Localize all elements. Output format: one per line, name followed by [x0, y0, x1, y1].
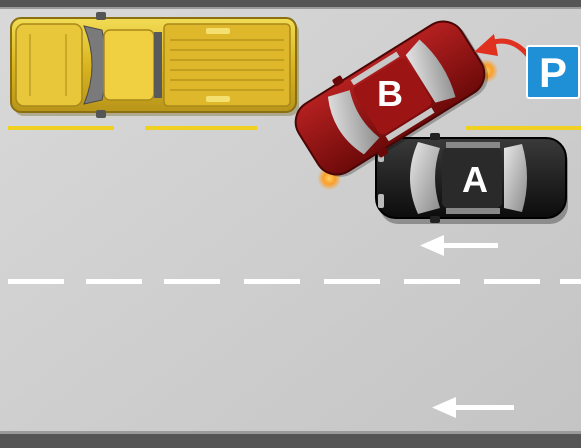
parking-line — [8, 126, 114, 130]
car-a-label: A — [462, 159, 488, 200]
parking-line — [466, 126, 581, 130]
bottom-curb-edge — [0, 431, 581, 434]
top-curb-edge — [0, 7, 581, 9]
car-b-label: B — [377, 73, 403, 114]
top-curb — [0, 0, 581, 7]
parking-line — [145, 126, 257, 130]
bottom-curb — [0, 434, 581, 448]
lane-divider — [8, 279, 581, 284]
parking-sign-letter: P — [539, 49, 567, 96]
car-a: A — [375, 133, 568, 224]
direction-arrow-left-icon — [432, 397, 514, 418]
yellow-pickup-truck — [10, 12, 299, 118]
parking-sign: P — [526, 45, 580, 99]
car-b — [294, 20, 499, 191]
direction-arrow-left-icon — [420, 235, 498, 256]
